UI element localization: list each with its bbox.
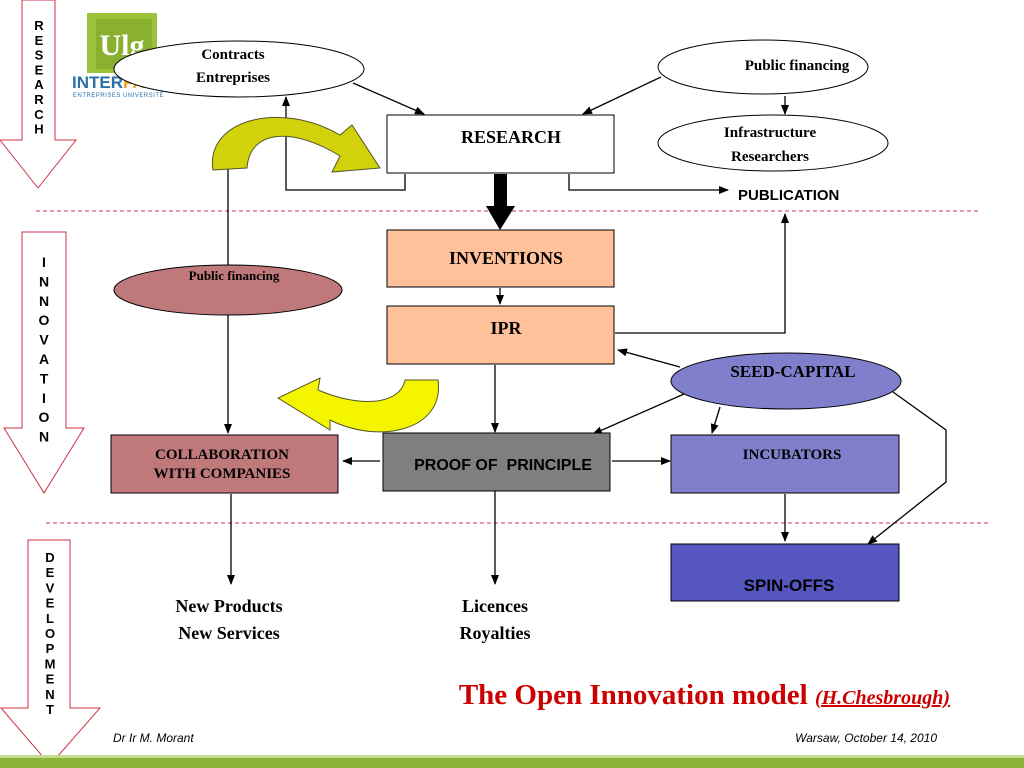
seed-capital-label: SEED-CAPITAL bbox=[730, 362, 855, 381]
research-label: RESEARCH bbox=[461, 127, 561, 147]
curved-arrow-middle bbox=[276, 377, 439, 433]
incubators-label: INCUBATORS bbox=[743, 447, 842, 463]
infrastructure-researchers-node bbox=[657, 114, 889, 172]
stage-development-letter: N bbox=[45, 687, 54, 702]
contracts-entreprises-node bbox=[113, 40, 365, 98]
stage-innovation-letter: V bbox=[39, 332, 49, 348]
stage-innovation-letter: N bbox=[39, 273, 49, 289]
spin-offs-box bbox=[670, 543, 900, 602]
arrow-research-to-contracts bbox=[282, 96, 406, 191]
stage-innovation-letter: N bbox=[39, 429, 49, 445]
stage-research-letter: R bbox=[34, 18, 44, 33]
stage-arrow-research-shape bbox=[0, 0, 78, 189]
stage-research-letter: A bbox=[34, 77, 44, 92]
title-main: The Open Innovation model bbox=[459, 679, 815, 711]
stage-development-letter: L bbox=[46, 611, 54, 626]
stage-innovation-letter: I bbox=[42, 254, 46, 270]
arrow-seed-to-spinoffs bbox=[867, 391, 947, 545]
collab-label-1: COLLABORATION bbox=[155, 447, 289, 463]
new-products-label: New Products bbox=[175, 596, 282, 616]
main-flow-arrow bbox=[486, 174, 515, 230]
stage-research-letter: E bbox=[35, 33, 44, 48]
proof-of-principle-box bbox=[382, 432, 611, 492]
collab-label-2: WITH COMPANIES bbox=[154, 466, 291, 482]
stage-innovation-letter: I bbox=[42, 390, 46, 406]
stage-development-letter: M bbox=[45, 656, 56, 671]
public-financing-left-label: Public financing bbox=[189, 268, 280, 283]
public-financing-top-label: Public financing bbox=[745, 58, 850, 74]
stage-research-letter: E bbox=[35, 62, 44, 77]
stage-research-letters: RESEARCH bbox=[34, 18, 44, 137]
connectors bbox=[224, 76, 947, 585]
footer-bar bbox=[0, 755, 1024, 768]
stage-development-letter: E bbox=[46, 565, 55, 580]
stage-innovation-letter: A bbox=[39, 351, 49, 367]
stage-innovation-letter: O bbox=[39, 312, 50, 328]
stage-development-letter: V bbox=[46, 580, 55, 595]
footer-place-date: Warsaw, October 14, 2010 bbox=[795, 731, 937, 745]
new-services-label: New Services bbox=[178, 623, 279, 643]
infra-label-1: Infrastructure bbox=[724, 125, 817, 141]
logo-tagline: ENTREPRISES UNIVERSITÉ bbox=[73, 92, 164, 99]
footer-author: Dr Ir M. Morant bbox=[113, 731, 194, 745]
arrow-contracts-to-research bbox=[352, 82, 425, 115]
arrow-publicfin-to-research bbox=[582, 76, 662, 115]
stage-development-letter: P bbox=[46, 641, 55, 656]
inventions-box bbox=[386, 229, 615, 288]
stage-research-letter: R bbox=[34, 92, 44, 107]
main-flow-arrow-head bbox=[486, 206, 515, 230]
infra-label-2: Researchers bbox=[731, 149, 809, 165]
arrow-ipr-to-publication bbox=[615, 213, 789, 334]
spin-offs-label: SPIN-OFFS bbox=[744, 576, 835, 595]
inventions-label: INVENTIONS bbox=[449, 248, 563, 268]
stage-research-letter: C bbox=[34, 107, 44, 122]
stage-research-letter: H bbox=[34, 122, 43, 137]
public-financing-top-node bbox=[657, 39, 869, 95]
stage-development-letter: E bbox=[46, 596, 55, 611]
contracts-label-2: Entreprises bbox=[196, 70, 270, 86]
arrow-seed-to-proof bbox=[592, 393, 685, 435]
stage-innovation-letter: O bbox=[39, 409, 50, 425]
collaboration-box bbox=[110, 434, 339, 494]
ipr-box bbox=[386, 305, 615, 365]
ipr-label: IPR bbox=[491, 318, 523, 338]
stage-arrow-innovation-shape bbox=[3, 231, 85, 494]
arrow-research-to-publication bbox=[568, 174, 729, 194]
publication-label: PUBLICATION bbox=[738, 187, 839, 204]
title-attribution: (H.Chesbrough) bbox=[815, 687, 950, 709]
stage-arrow-development-shape bbox=[0, 539, 102, 766]
stage-development-letter: T bbox=[46, 702, 54, 717]
stage-arrow-research: RESEARCH bbox=[0, 0, 78, 189]
stage-innovation-letter: T bbox=[40, 370, 49, 386]
stage-development-letter: O bbox=[45, 626, 55, 641]
main-flow-arrow-shaft bbox=[494, 174, 507, 210]
licences-label: Licences bbox=[462, 596, 528, 616]
stage-research-letter: S bbox=[35, 48, 44, 63]
proof-of-principle-label: PROOF OF PRINCIPLE bbox=[414, 457, 592, 474]
research-box bbox=[386, 114, 615, 174]
incubators-box bbox=[670, 434, 900, 494]
seed-capital-node bbox=[670, 352, 902, 410]
public-financing-left-node bbox=[113, 264, 343, 316]
curved-arrow-top bbox=[211, 116, 381, 173]
contracts-label-1: Contracts bbox=[201, 47, 264, 63]
footer-bar-accent bbox=[0, 755, 1024, 758]
arrow-seed-to-ipr bbox=[617, 348, 681, 368]
stage-development-letter: D bbox=[45, 550, 54, 565]
arrow-seed-to-incubators bbox=[710, 406, 721, 434]
stage-development-letter: E bbox=[46, 672, 55, 687]
stage-innovation-letter: N bbox=[39, 293, 49, 309]
slide-title: The Open Innovation model (H.Chesbrough) bbox=[459, 679, 950, 711]
royalties-label: Royalties bbox=[460, 623, 531, 643]
